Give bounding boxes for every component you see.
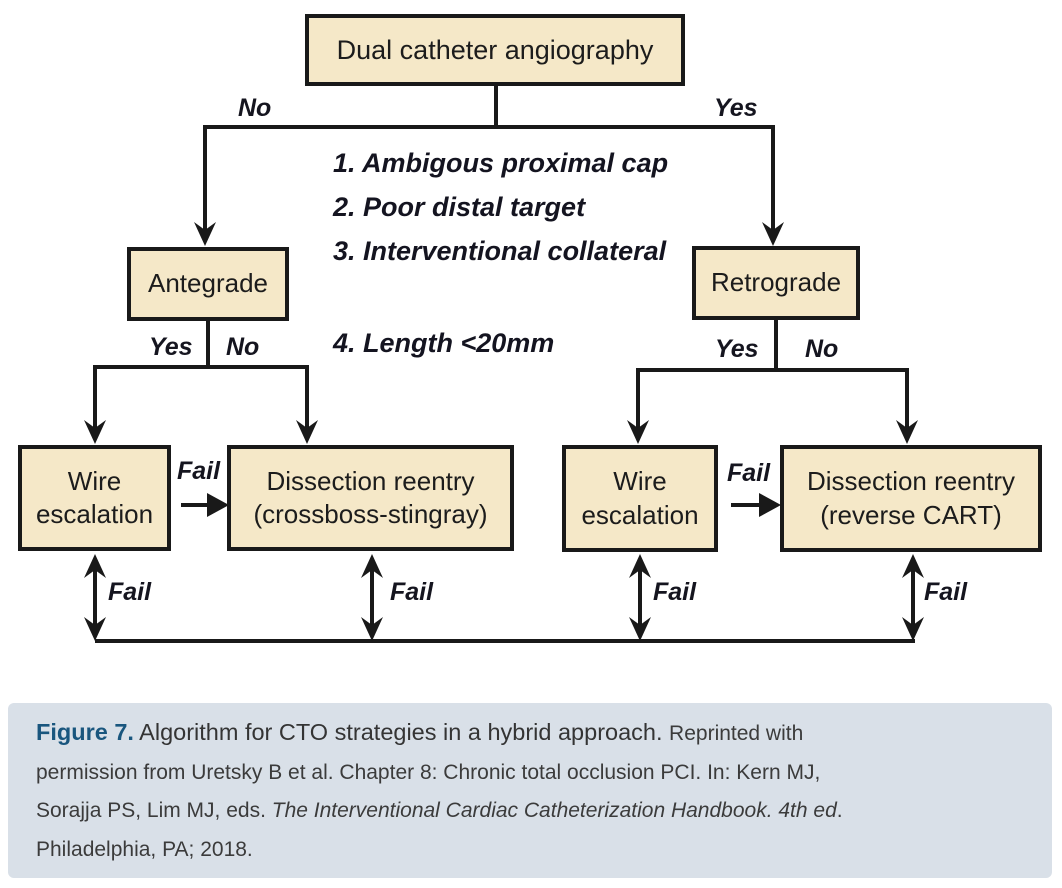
node-label: Dual catheter angiography: [336, 34, 654, 65]
edge-label-retrograde-yes: Yes: [715, 335, 759, 363]
node-dual-catheter-angiography: Dual catheter angiography: [305, 14, 685, 86]
caption-line-1: Figure 7. Algorithm for CTO strategies i…: [36, 713, 1022, 754]
node-label-line1: Wire: [67, 465, 122, 496]
edge-label-root-no: No: [238, 94, 272, 122]
edge-label-fail-bottom-3: Fail: [653, 578, 697, 606]
node-label: Antegrade: [148, 268, 268, 299]
figure-number-label: Figure 7.: [36, 719, 134, 745]
criteria-item-3: 3. Interventional collateral: [333, 236, 667, 266]
edge-label-fail-retrograde: Fail: [727, 459, 771, 487]
caption-source-period: .: [836, 799, 843, 823]
edge-label-fail-bottom-4: Fail: [924, 578, 968, 606]
edge-label-fail-bottom-2: Fail: [390, 578, 434, 606]
node-label-line1: Dissection reentry: [806, 466, 1016, 497]
node-label-line2: escalation: [35, 499, 154, 529]
caption-source-start: Reprinted with: [669, 722, 804, 745]
caption-line-2: permission from Uretsky B et al. Chapter…: [36, 760, 821, 784]
node-dissection-reentry-crossboss-stingray: Dissection reentry (crossboss-stingray): [227, 445, 514, 551]
edge-label-fail-bottom-1: Fail: [108, 578, 152, 606]
criteria-item-2: 2. Poor distal target: [333, 192, 586, 222]
figure-title: Algorithm for CTO strategies in a hybrid…: [133, 719, 670, 745]
caption-line-3: Sorajja PS, Lim MJ, eds. The Interventio…: [36, 792, 1022, 831]
node-label-line2: (reverse CART): [820, 499, 1002, 530]
node-label-line2: escalation: [581, 499, 699, 530]
node-label-line1: Dissection reentry: [266, 465, 475, 496]
arrowhead-right-icon: [207, 493, 229, 517]
node-label: Retrograde: [710, 267, 842, 298]
node-wire-escalation-antegrade: Wire escalation: [18, 445, 171, 551]
edge-label-retrograde-no: No: [805, 335, 839, 363]
node-antegrade: Antegrade: [127, 247, 289, 321]
edge-label-fail-antegrade: Fail: [177, 457, 221, 485]
node-dissection-reentry-reverse-cart: Dissection reentry (reverse CART): [780, 445, 1042, 552]
connector-lines: [93, 84, 915, 643]
caption-source-mid: Sorajja PS, Lim MJ, eds.: [36, 799, 272, 823]
caption-panel: Figure 7. Algorithm for CTO strategies i…: [8, 703, 1052, 878]
node-wire-escalation-retrograde: Wire escalation: [562, 445, 718, 552]
caption-book-title: The Interventional Cardiac Catheterizati…: [271, 799, 837, 823]
edge-label-root-yes: Yes: [714, 94, 758, 122]
edge-label-antegrade-yes: Yes: [149, 333, 193, 361]
criteria-item-4: 4. Length <20mm: [333, 328, 555, 358]
figure-caption: Figure 7. Algorithm for CTO strategies i…: [36, 713, 1022, 869]
node-label-line1: Wire: [613, 466, 667, 497]
caption-line-4: Philadelphia, PA; 2018.: [36, 837, 253, 861]
arrowhead-right-icon: [759, 493, 781, 517]
criteria-item-1: 1. Ambigous proximal cap: [333, 148, 669, 178]
node-retrograde: Retrograde: [692, 246, 860, 320]
edge-label-antegrade-no: No: [226, 333, 260, 361]
node-label-line2: (crossboss-stingray): [253, 499, 488, 529]
